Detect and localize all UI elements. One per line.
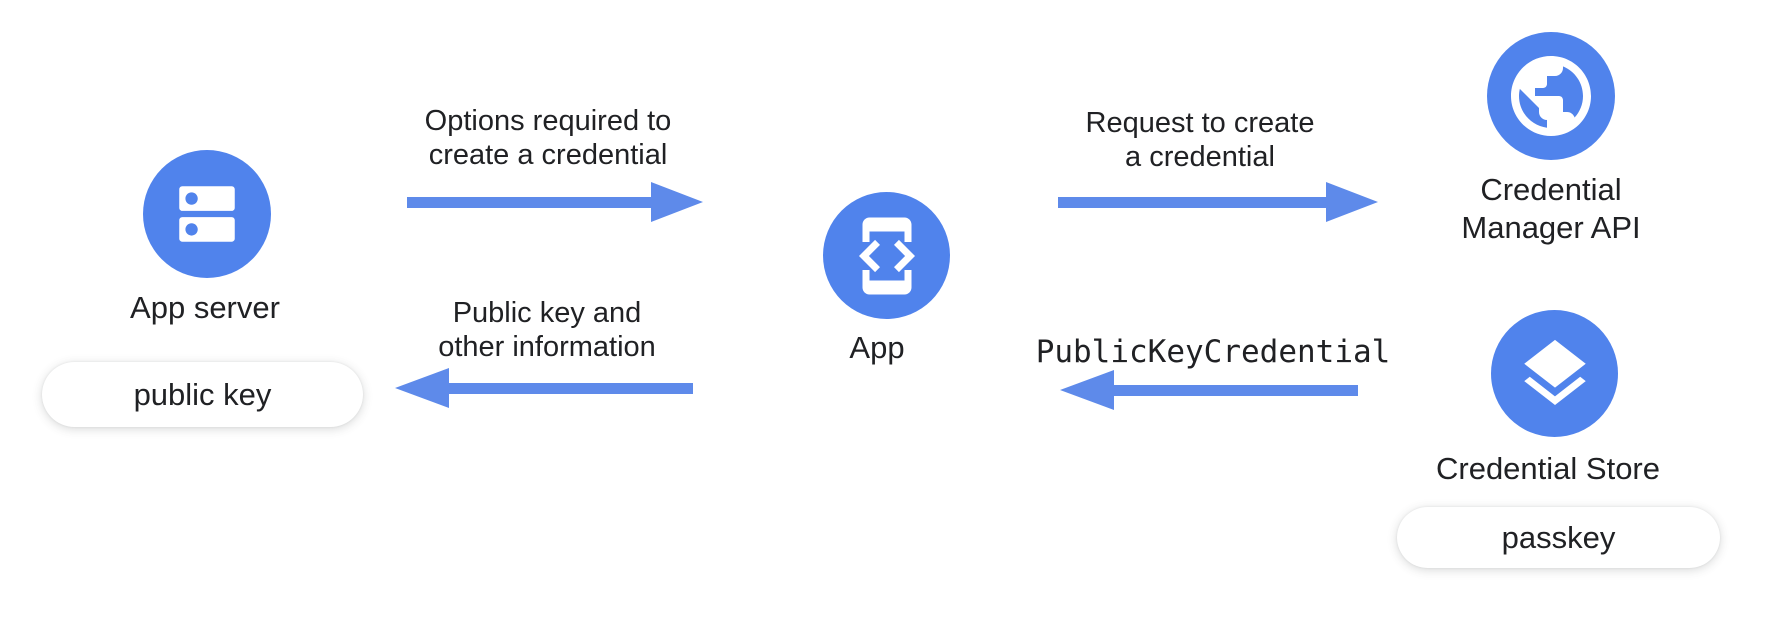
public-key-badge-label: public key xyxy=(133,376,272,412)
arrow-right-request xyxy=(1058,182,1378,222)
arrow-left-public-key xyxy=(395,368,693,408)
app-server-node xyxy=(143,150,271,278)
app-server-label: App server xyxy=(130,290,280,325)
request-create-arrow-label: Request to create a credential xyxy=(1085,107,1315,173)
arrow-left-publickeycredential xyxy=(1060,370,1358,410)
layers-icon xyxy=(1514,333,1596,415)
globe-icon xyxy=(1503,48,1599,144)
options-arrow-label: Options required to create a credential xyxy=(424,105,672,171)
publickeycredential-arrow-label: PublicKeyCredential xyxy=(1035,334,1391,370)
phone-code-icon xyxy=(845,214,929,298)
passkey-badge-label: passkey xyxy=(1501,519,1616,555)
credential-store-label: Credential Store xyxy=(1435,451,1661,486)
arrow-right-options xyxy=(407,182,703,222)
app-label: App xyxy=(849,330,905,365)
server-icon xyxy=(170,177,244,251)
credential-manager-api-node xyxy=(1487,32,1615,160)
credential-store-node xyxy=(1491,310,1618,437)
app-node xyxy=(823,192,950,319)
public-key-badge: public key xyxy=(42,362,363,427)
passkey-badge: passkey xyxy=(1397,507,1720,568)
public-key-return-arrow-label: Public key and other information xyxy=(438,297,656,363)
credential-manager-api-label: Credential Manager API xyxy=(1461,172,1641,245)
